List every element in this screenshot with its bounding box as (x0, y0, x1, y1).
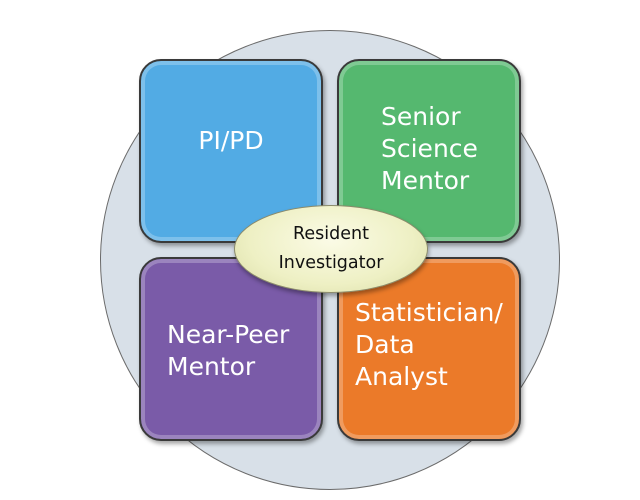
quadrant-label: Mentor (167, 352, 256, 381)
quadrant-label: Analyst (355, 362, 448, 391)
quadrant-label: Data (355, 330, 415, 359)
center-label: Resident (293, 224, 369, 244)
quadrant-statistician-data-analyst: Statistician/ Data Analyst (337, 257, 521, 441)
center-label: Investigator (278, 253, 384, 273)
quadrant-label: PI/PD (198, 126, 264, 155)
quadrant-label: Statistician/ (355, 298, 503, 327)
quadrant-label: Near-Peer (167, 320, 290, 349)
quadrant-label: Science (381, 134, 478, 163)
quadrant-label: Senior (381, 102, 461, 131)
quadrant-label: Mentor (381, 166, 470, 195)
quadrant-pi-pd: PI/PD (139, 59, 323, 243)
center-resident-investigator: Resident Investigator (234, 205, 428, 293)
